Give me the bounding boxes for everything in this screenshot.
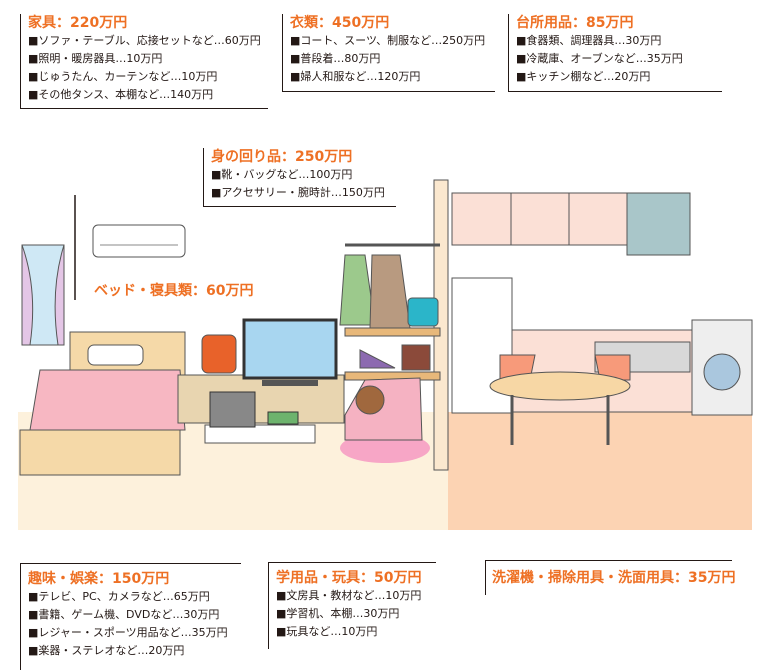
hobby-title: 趣味・娯楽：150万円	[28, 571, 170, 587]
list-item: ■ソファ・テーブル、応接セットなど…60万円	[28, 34, 261, 47]
furniture-box: 家具：220万円 ■ソファ・テーブル、応接セットなど…60万円 ■照明・暖房器具…	[20, 14, 268, 109]
hobby-box: 趣味・娯楽：150万円 ■テレビ、PC、カメラなど…65万円 ■書籍、ゲーム機、…	[20, 563, 241, 670]
personal-title: 身の回り品：250万円	[211, 149, 353, 165]
clothing-title: 衣類：450万円	[290, 15, 390, 31]
list-item: ■キッチン棚など…20万円	[516, 70, 651, 83]
clothing-box: 衣類：450万円 ■コート、スーツ、制服など…250万円 ■普段着…80万円 ■…	[282, 14, 495, 92]
list-item: ■じゅうたん、カーテンなど…10万円	[28, 70, 218, 83]
list-item: ■学習机、本棚…30万円	[276, 607, 400, 620]
list-item: ■コート、スーツ、制服など…250万円	[290, 34, 486, 47]
bed	[19, 331, 186, 476]
air-conditioner	[92, 224, 186, 258]
list-item: ■その他タンス、本棚など…140万円	[28, 88, 214, 101]
pink-chair-with-bear	[340, 377, 430, 463]
low-table	[204, 391, 316, 444]
kitchen-box: 台所用品：85万円 ■食器類、調理器具…30万円 ■冷蔵庫、オーブンなど…35万…	[508, 14, 722, 92]
dining-table	[489, 354, 631, 445]
list-item: ■文房具・教材など…10万円	[276, 589, 422, 602]
list-item: ■楽器・ステレオなど…20万円	[28, 644, 185, 657]
school-title: 学用品・玩具：50万円	[276, 570, 422, 586]
school-box: 学用品・玩具：50万円 ■文房具・教材など…10万円 ■学習机、本棚…30万円 …	[268, 562, 436, 649]
window	[21, 244, 65, 346]
laundry-box: 洗濯機・掃除用具・洗面用具：35万円	[485, 560, 736, 595]
list-item: ■靴・バッグなど…100万円	[211, 168, 353, 181]
list-item: ■普段着…80万円	[290, 52, 381, 65]
bedding-title: ベッド・寝具類：60万円	[94, 283, 254, 299]
list-item: ■婦人和服など…120万円	[290, 70, 421, 83]
clothes-rack	[339, 243, 441, 381]
list-item: ■テレビ、PC、カメラなど…65万円	[28, 590, 210, 603]
list-item: ■アクセサリー・腕時計…150万円	[211, 186, 385, 199]
list-item: ■書籍、ゲーム機、DVDなど…30万円	[28, 608, 220, 621]
list-item: ■食器類、調理器具…30万円	[516, 34, 662, 47]
list-item: ■レジャー・スポーツ用品など…35万円	[28, 626, 228, 639]
tv-stand	[177, 318, 345, 424]
laundry-title: 洗濯機・掃除用具・洗面用具：35万円	[492, 570, 736, 586]
furniture-title: 家具：220万円	[28, 15, 128, 31]
kitchen-title: 台所用品：85万円	[516, 15, 634, 31]
bedding-label: ベッド・寝具類：60万円	[94, 282, 254, 300]
kitchen-floor	[448, 412, 752, 530]
list-item: ■照明・暖房器具…10万円	[28, 52, 163, 65]
personal-box: 身の回り品：250万円 ■靴・バッグなど…100万円 ■アクセサリー・腕時計…1…	[203, 148, 396, 207]
kitchen-cabinets	[451, 192, 693, 414]
list-item: ■冷蔵庫、オーブンなど…35万円	[516, 52, 683, 65]
handbag	[201, 334, 237, 374]
washing-machine	[691, 319, 753, 416]
list-item: ■玩具など…10万円	[276, 625, 378, 638]
